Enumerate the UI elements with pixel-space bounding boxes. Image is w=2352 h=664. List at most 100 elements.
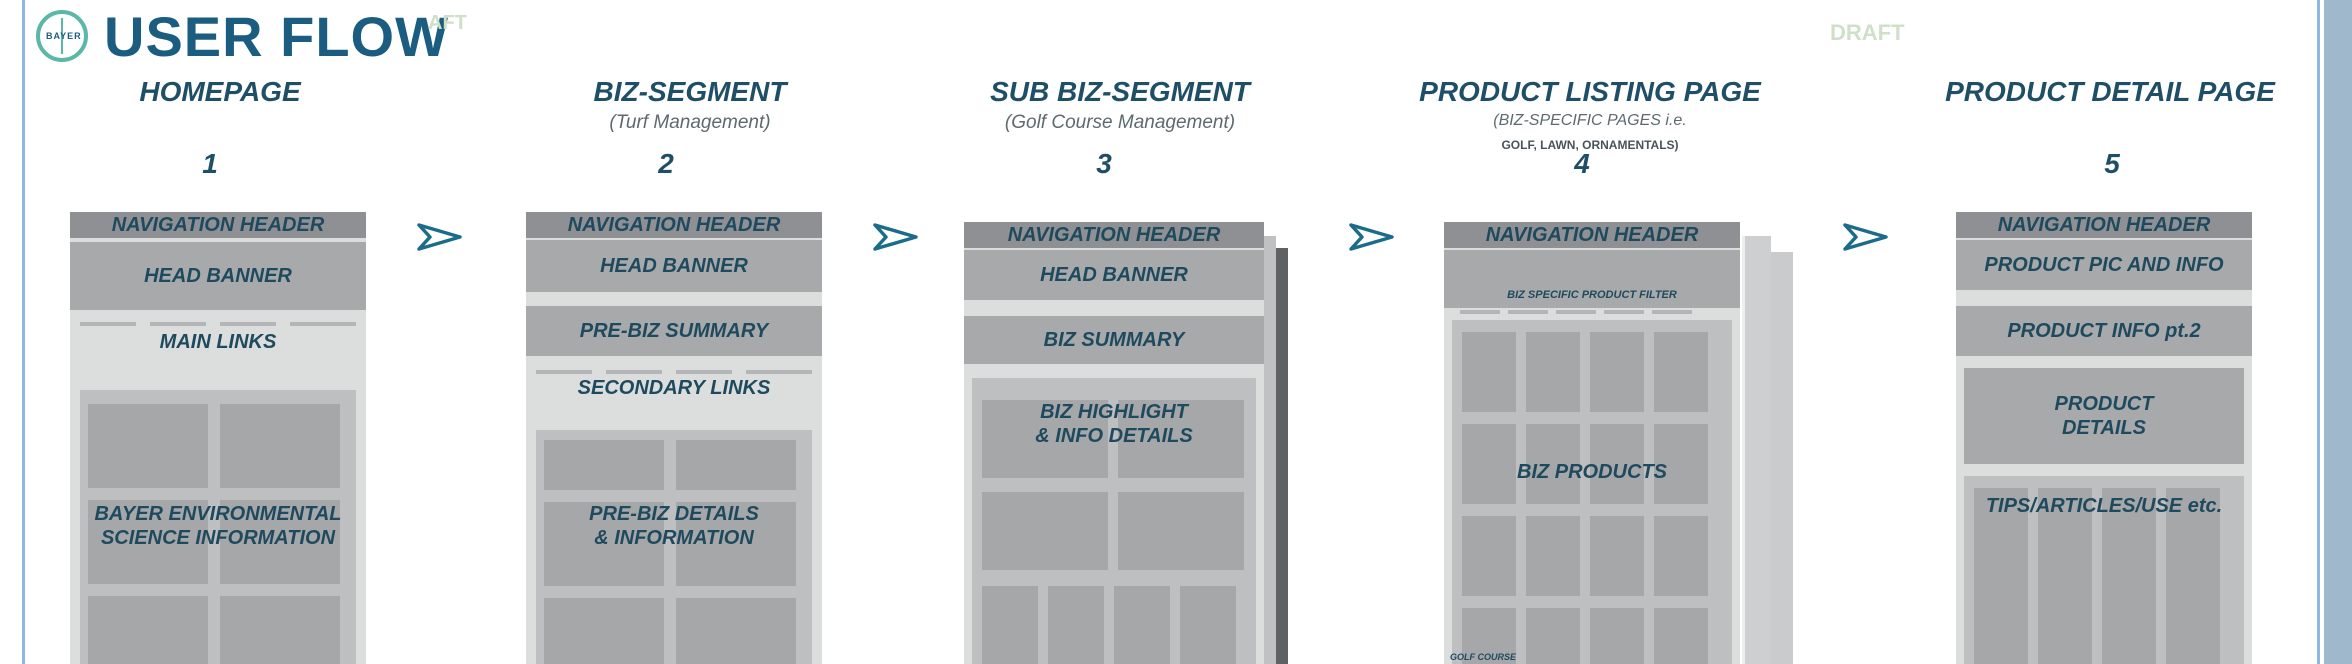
nav-header-block: NAVIGATION HEADER [70, 212, 366, 238]
head-banner-block: HEAD BANNER [526, 240, 822, 292]
banner-block [1444, 250, 1740, 308]
content-cell [88, 404, 208, 488]
tips-column [2166, 488, 2220, 664]
stack-layer [1262, 236, 1276, 664]
filter-dash [1652, 310, 1692, 314]
step-5-number: 5 [2104, 148, 2120, 179]
flow-arrow-2-icon [873, 223, 918, 251]
stack-layer [1742, 236, 1771, 664]
nav-header-block: NAVIGATION HEADER [964, 222, 1264, 248]
nav-header-block: NAVIGATION HEADER [1444, 222, 1740, 248]
step-4-subtitle-2: GOLF, LAWN, ORNAMENTALS) [1501, 138, 1679, 152]
bayer-logo: BAYER [36, 10, 88, 62]
link-dash [676, 370, 732, 374]
summary-block: BIZ SUMMARY [964, 316, 1264, 364]
product-cell [1590, 516, 1644, 596]
content-cell [220, 596, 340, 664]
product-details-block: PRODUCT DETAILS [1964, 368, 2244, 464]
right-edge [2324, 0, 2352, 664]
filter-dash [1556, 310, 1596, 314]
content-cell [676, 502, 796, 586]
link-dash [536, 370, 592, 374]
tips-column [1974, 488, 2028, 664]
content-panel [972, 378, 1256, 664]
watermark-draft: DRAFT [1830, 20, 1905, 45]
step-4-title: PRODUCT LISTING PAGE [1419, 76, 1761, 107]
step-2-number: 2 [658, 148, 674, 179]
step-1-title: HOMEPAGE [139, 76, 301, 107]
step-5-title: PRODUCT DETAIL PAGE [1945, 76, 2275, 107]
content-cell [1114, 586, 1170, 664]
product-cell [1462, 332, 1516, 412]
product-cell [1526, 608, 1580, 664]
biz-segment-wireframe: NAVIGATION HEADER HEAD BANNER PRE-BIZ SU… [526, 212, 822, 664]
tips-column [2038, 488, 2092, 664]
product-cell [1654, 424, 1708, 504]
content-cell [676, 440, 796, 490]
step-3-number: 3 [1096, 148, 1112, 179]
product-detail-wireframe: NAVIGATION HEADER PRODUCT PIC AND INFO P… [1956, 212, 2252, 664]
product-cell [1590, 332, 1644, 412]
content-cell [982, 492, 1108, 570]
footer-note: GOLF COURSE [1450, 652, 1517, 662]
nav-header-block: NAVIGATION HEADER [1956, 212, 2252, 238]
step-4-number: 4 [1574, 148, 1590, 179]
content-panel [80, 390, 356, 664]
product-cell [1526, 516, 1580, 596]
link-dash [80, 322, 136, 326]
filter-dash [1604, 310, 1644, 314]
tips-panel [1964, 476, 2244, 664]
content-cell [220, 404, 340, 488]
flow-arrow-4-icon [1843, 223, 1888, 251]
step-2-subtitle: (Turf Management) [609, 112, 771, 133]
content-cell [88, 596, 208, 664]
homepage-wireframe: NAVIGATION HEADER HEAD BANNER MAIN LINKS… [70, 212, 366, 664]
content-cell [1118, 400, 1244, 478]
content-label: PRE-BIZ DETAILS & INFORMATION [589, 503, 759, 549]
content-label: BAYER ENVIRONMENTAL SCIENCE INFORMATION [94, 503, 342, 549]
content-cell [544, 502, 664, 586]
logo-text: BAYER [46, 31, 82, 41]
nav-header-block: NAVIGATION HEADER [526, 212, 822, 238]
content-cell [1180, 586, 1236, 664]
product-cell [1590, 424, 1644, 504]
product-filter-label: BIZ SPECIFIC PRODUCT FILTER [1507, 289, 1677, 301]
link-dash [290, 322, 356, 326]
content-cell [1118, 492, 1244, 570]
page-title: USER FLOW [104, 5, 449, 68]
main-links-label: MAIN LINKS [159, 331, 277, 353]
diagram-frame [22, 0, 2320, 664]
product-cell [1654, 332, 1708, 412]
content-cell [982, 400, 1108, 478]
filter-dash [1460, 310, 1500, 314]
step-3-title: SUB BIZ-SEGMENT [990, 76, 1250, 107]
products-label: BIZ PRODUCTS [1517, 461, 1667, 483]
product-listing-wireframe: NAVIGATION HEADER BIZ SPECIFIC PRODUCT F… [1444, 222, 1740, 664]
secondary-links-label: SECONDARY LINKS [577, 377, 771, 399]
stack-shadow [1274, 248, 1288, 664]
link-dash [150, 322, 206, 326]
product-cell [1462, 608, 1516, 664]
product-cell [1526, 332, 1580, 412]
step-1-number: 1 [202, 148, 218, 179]
flow-arrow-3-icon [1349, 223, 1394, 251]
product-cell [1526, 424, 1580, 504]
tips-label: TIPS/ARTICLES/USE etc. [1985, 495, 2223, 517]
content-cell [982, 586, 1038, 664]
product-cell [1462, 516, 1516, 596]
sub-biz-segment-wireframe: NAVIGATION HEADER HEAD BANNER BIZ SUMMAR… [964, 222, 1264, 664]
product-pic-block: PRODUCT PIC AND INFO [1956, 240, 2252, 290]
summary-block: PRE-BIZ SUMMARY [526, 306, 822, 356]
step-2-title: BIZ-SEGMENT [593, 76, 787, 107]
head-banner-block: HEAD BANNER [70, 242, 366, 310]
head-banner-block: HEAD BANNER [964, 250, 1264, 300]
products-grid-panel [1452, 320, 1732, 664]
product-cell [1654, 608, 1708, 664]
content-cell [676, 598, 796, 664]
link-dash [606, 370, 662, 374]
step-4-subtitle: (BIZ-SPECIFIC PAGES i.e. [1493, 112, 1687, 129]
flow-arrow-1-icon [417, 223, 462, 251]
content-panel [536, 430, 812, 664]
content-cell [544, 440, 664, 490]
content-label: BIZ HIGHLIGHT & INFO DETAILS [1035, 401, 1193, 447]
